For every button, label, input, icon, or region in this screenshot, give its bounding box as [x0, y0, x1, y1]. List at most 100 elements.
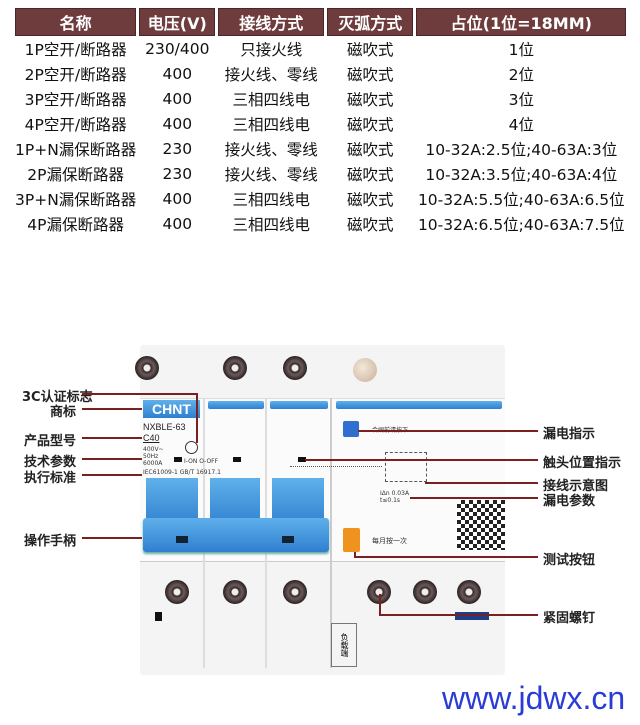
header-arc: 灭弧方式	[327, 8, 414, 36]
table-cell: 10-32A:5.5位;40-63A:6.5位	[417, 190, 625, 209]
table-row: 2P漏保断路器 230 接火线、零线 磁吹式 10-32A:3.5位;40-63A:4位	[15, 161, 626, 186]
table-cell: 接火线、零线	[224, 165, 318, 184]
table-cell: 10-32A:2.5位;40-63A:3位	[425, 140, 618, 159]
table-cell: 10-32A:6.5位;40-63A:7.5位	[417, 215, 625, 234]
table-cell: 400	[162, 189, 193, 208]
test-button[interactable]	[343, 528, 360, 552]
label-tech-params: 技术参数	[24, 455, 77, 470]
table-cell: 磁吹式	[347, 65, 394, 84]
handle-slot	[176, 536, 188, 543]
table-cell: 1位	[508, 40, 534, 59]
screw-icon	[283, 356, 307, 380]
screw-icon	[413, 580, 437, 604]
table-cell: 磁吹式	[347, 140, 394, 159]
leader-line	[354, 556, 538, 558]
leader-line	[82, 458, 142, 460]
load-side-label: 负载端	[331, 623, 357, 667]
leak-indicator	[343, 421, 359, 437]
label-3c-mark: 3C认证标志	[22, 390, 93, 405]
table-cell: 三相四线电	[232, 215, 311, 234]
table-cell: 3位	[508, 90, 534, 109]
indicator-dome	[353, 358, 377, 382]
table-cell: 接火线、零线	[224, 140, 318, 159]
leader-line	[358, 430, 538, 432]
header-voltage: 电压(V)	[139, 8, 216, 36]
tech-params-text: 400V~ 50Hz 6000A	[143, 446, 164, 467]
table-cell: 磁吹式	[347, 215, 394, 234]
table-cell: 10-32A:3.5位;40-63A:4位	[425, 165, 618, 184]
leader-line	[305, 459, 538, 461]
rating-text: C40	[143, 433, 160, 443]
on-off-text: I-ON O-OFF	[184, 458, 219, 465]
label-standard: 执行标准	[24, 471, 77, 486]
table-cell: 4位	[508, 115, 534, 134]
blue-strip	[336, 401, 502, 409]
table-cell: 230	[162, 139, 193, 158]
screw-icon	[165, 580, 189, 604]
table-cell: 磁吹式	[347, 40, 394, 59]
table-cell: 2P漏保断路器	[27, 165, 124, 184]
leader-line	[379, 614, 538, 616]
table-cell: 三相四线电	[232, 90, 311, 109]
operating-handle-bar[interactable]	[143, 518, 329, 552]
leader-line	[379, 594, 381, 616]
screw-icon	[457, 580, 481, 604]
label-leak-params: 漏电参数	[543, 494, 596, 509]
qr-code-icon	[457, 500, 505, 550]
label-contact-position: 触头位置指示	[543, 456, 622, 471]
table-cell: 3P空开/断路器	[24, 90, 127, 109]
table-cell: 4P漏保断路器	[27, 215, 124, 234]
table-cell: 400	[162, 89, 193, 108]
label-test-button: 测试按钮	[543, 553, 596, 568]
table-cell: 只接火线	[240, 40, 303, 59]
label-model: 产品型号	[24, 434, 77, 449]
contact-indicator-icon	[298, 457, 306, 462]
brand-logo: CHNT	[143, 400, 200, 418]
table-cell: 230	[162, 164, 193, 183]
table-cell: 磁吹式	[347, 90, 394, 109]
standard-text: IEC61009-1 GB/T 16917.1	[143, 469, 221, 476]
label-handle: 操作手柄	[24, 534, 77, 549]
blue-strip	[208, 401, 264, 409]
label-trademark: 商标	[50, 405, 77, 420]
handle-slot	[282, 536, 294, 543]
screw-icon	[223, 356, 247, 380]
table-cell: 3P+N漏保断路器	[15, 190, 137, 209]
wiring-diagram-icon	[385, 452, 427, 482]
table-header-row: 名称 电压(V) 接线方式 灭弧方式 占位(1位=18MM)	[15, 8, 627, 36]
leader-line	[82, 437, 142, 439]
screw-icon	[135, 356, 159, 380]
table-cell: 磁吹式	[347, 115, 394, 134]
leader-line	[82, 408, 142, 410]
table-row: 3P空开/断路器 400 三相四线电 磁吹式 3位	[15, 86, 626, 111]
table-cell: 2位	[508, 65, 534, 84]
module-divider	[330, 398, 332, 668]
dotted-line	[290, 466, 382, 467]
table-cell: 1P+N漏保断路器	[15, 140, 137, 159]
watermark: www.jdwx.cn	[442, 680, 626, 716]
ccc-mark-icon	[185, 441, 198, 454]
table-cell: 接火线、零线	[224, 65, 318, 84]
table-cell: 4P空开/断路器	[24, 115, 127, 134]
contact-indicator-icon	[174, 457, 182, 462]
table-cell: 磁吹式	[347, 190, 394, 209]
blue-strip	[270, 401, 328, 409]
clip-icon	[455, 612, 489, 620]
table-cell: 三相四线电	[232, 115, 311, 134]
test-note: 每月按一次	[372, 537, 407, 545]
header-wiring: 接线方式	[218, 8, 325, 36]
leader-line	[82, 537, 142, 539]
leader-line	[82, 393, 198, 395]
table-cell: 磁吹式	[347, 165, 394, 184]
header-slots: 占位(1位=18MM)	[416, 8, 627, 36]
label-wiring-diagram: 接线示意图	[543, 479, 609, 494]
table-cell: 230/400	[145, 39, 210, 58]
clip-icon	[155, 612, 162, 621]
table-cell: 400	[162, 114, 193, 133]
table-row: 4P空开/断路器 400 三相四线电 磁吹式 4位	[15, 111, 626, 136]
screw-icon	[223, 580, 247, 604]
